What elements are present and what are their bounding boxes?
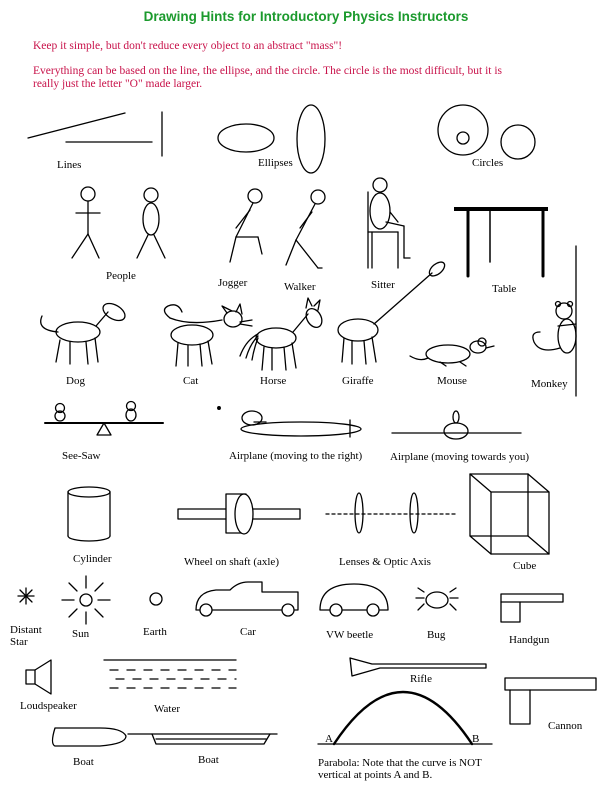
label-wheel: Wheel on shaft (axle) <box>184 556 279 568</box>
label-horse: Horse <box>260 375 287 387</box>
label-parabola-1: Parabola: Note that the curve is NOT <box>318 757 482 769</box>
label-walker: Walker <box>284 281 316 293</box>
label-lenses: Lenses & Optic Axis <box>339 556 431 568</box>
intro-line-1: Keep it simple, but don't reduce every o… <box>33 40 343 52</box>
sun-drawing <box>62 576 110 624</box>
parabola-drawing <box>318 692 492 744</box>
intro-line-2: Everything can be based on the line, the… <box>33 65 503 77</box>
label-distant-star-2: Star <box>10 636 28 648</box>
dog-drawing <box>41 300 128 364</box>
label-ellipses: Ellipses <box>258 157 293 169</box>
label-cylinder: Cylinder <box>73 553 112 565</box>
car-drawing <box>196 582 298 616</box>
label-water: Water <box>154 703 180 715</box>
rifle-drawing <box>350 658 486 676</box>
boat-1-drawing <box>53 728 127 746</box>
label-parabola-2: vertical at points A and B. <box>318 769 433 781</box>
label-sitter: Sitter <box>371 279 395 291</box>
cylinder-drawing <box>68 487 110 541</box>
cube-drawing <box>470 474 549 554</box>
label-table: Table <box>492 283 517 295</box>
label-point-a: A <box>325 733 333 745</box>
cat-drawing <box>164 304 252 366</box>
label-distant-star-1: Distant <box>10 624 42 636</box>
handgun-drawing <box>501 594 563 622</box>
label-loudspeaker: Loudspeaker <box>20 700 77 712</box>
label-bug: Bug <box>427 629 446 641</box>
label-point-b: B <box>472 733 480 745</box>
vw-beetle-drawing <box>320 584 388 616</box>
distant-star-drawing <box>18 588 34 604</box>
label-monkey: Monkey <box>531 378 568 390</box>
label-vw-beetle: VW beetle <box>326 629 374 641</box>
loudspeaker-drawing <box>26 660 51 694</box>
label-rifle: Rifle <box>410 673 432 685</box>
label-giraffe: Giraffe <box>342 375 374 387</box>
label-mouse: Mouse <box>437 375 467 387</box>
label-earth: Earth <box>143 626 167 638</box>
label-jogger: Jogger <box>218 277 248 289</box>
label-dog: Dog <box>66 375 85 387</box>
label-cat: Cat <box>183 375 199 387</box>
see-saw-drawing <box>45 402 163 436</box>
people-drawing <box>72 187 165 258</box>
label-see-saw: See-Saw <box>62 450 101 462</box>
wheel-drawing <box>178 494 300 534</box>
lines-drawing <box>28 112 162 156</box>
label-airplane-towards: Airplane (moving towards you) <box>390 451 529 463</box>
intro-line-3: really just the letter "O" made larger. <box>33 78 203 90</box>
label-people: People <box>106 270 136 282</box>
bug-drawing <box>416 588 458 610</box>
label-boat-2: Boat <box>198 754 219 766</box>
label-car: Car <box>240 626 256 638</box>
earth-drawing <box>150 593 162 605</box>
label-cube: Cube <box>513 560 537 572</box>
label-airplane-right: Airplane (moving to the right) <box>229 450 363 462</box>
table-drawing <box>454 207 548 276</box>
label-boat-1: Boat <box>73 756 94 768</box>
label-circles: Circles <box>472 157 504 169</box>
label-handgun: Handgun <box>509 634 550 646</box>
mouse-drawing <box>410 338 494 366</box>
page-title: Drawing Hints for Introductory Physics I… <box>143 9 469 24</box>
water-drawing <box>104 660 236 688</box>
horse-drawing <box>240 298 325 370</box>
label-lines: Lines <box>57 159 82 171</box>
jogger-drawing <box>230 189 262 262</box>
monkey-drawing <box>533 246 576 396</box>
cannon-drawing <box>505 678 596 724</box>
circles-drawing <box>438 105 535 159</box>
airplane-towards-drawing <box>392 411 521 439</box>
boat-2-drawing <box>128 734 277 744</box>
giraffe-drawing <box>338 259 447 364</box>
sitter-drawing <box>368 178 410 268</box>
label-cannon: Cannon <box>548 720 583 732</box>
label-sun: Sun <box>72 628 90 640</box>
airplane-right-drawing <box>218 407 361 437</box>
ellipses-drawing <box>218 105 325 173</box>
walker-drawing <box>286 190 325 268</box>
lenses-drawing <box>326 493 456 533</box>
